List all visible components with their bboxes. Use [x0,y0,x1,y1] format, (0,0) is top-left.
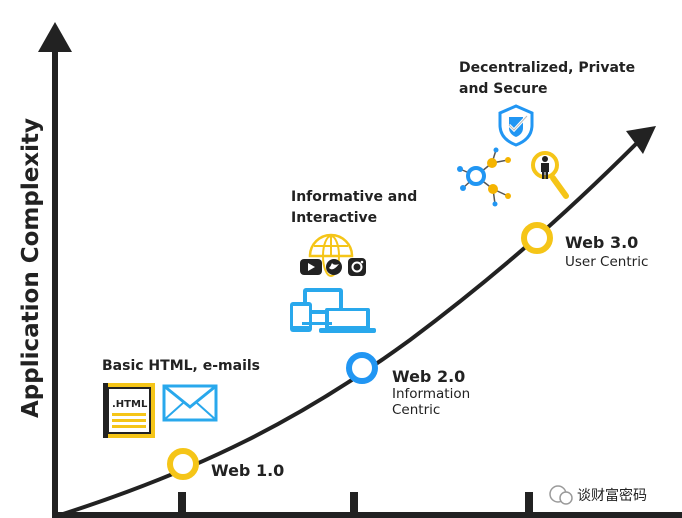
network-nodes-icon [457,147,511,207]
growth-curve-arrow-icon [626,126,656,154]
web1-marker [167,448,199,480]
x-axis-tick-2 [350,492,358,516]
html-document-text: .HTML [112,399,148,410]
watermark: 谈财富密码 [549,485,647,505]
devices-icon [290,288,376,333]
shield-check-icon [498,104,534,147]
web2-subtitle-2: Centric [392,402,440,418]
web3-subtitle-1: User Centric [565,254,648,270]
web3-marker [521,222,553,254]
web2-annotation-line-1: Informative and [291,189,417,205]
web3-annotation-line-2: and Secure [459,81,548,97]
web1-title: Web 1.0 [211,461,284,480]
web2-annotation-line-2: Interactive [291,210,377,226]
y-axis-label: Application Complexity [18,118,44,418]
web2-subtitle-1: Information [392,386,470,402]
web1-annotation: Basic HTML, e-mails [102,358,260,374]
web2-marker [346,352,378,384]
youtube-icon [300,259,322,275]
globe-icon [308,233,354,277]
x-axis-tick-1 [178,492,186,516]
y-axis-arrow-icon [38,22,72,52]
watermark-text: 谈财富密码 [577,487,647,504]
web2-title: Web 2.0 [392,367,465,386]
email-envelope-icon [162,384,218,422]
axes [38,22,682,518]
x-axis-tick-3 [525,492,533,516]
instagram-icon [348,258,366,276]
html-document-icon: .HTML [103,383,155,438]
web3-annotation-line-1: Decentralized, Private [459,60,635,76]
user-search-icon [531,151,569,199]
web3-title: Web 3.0 [565,233,638,252]
twitter-icon [326,259,342,275]
